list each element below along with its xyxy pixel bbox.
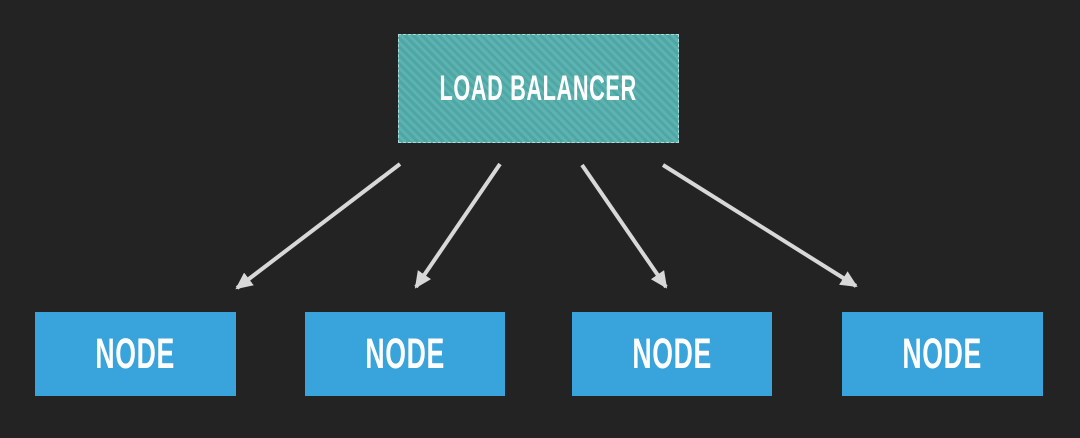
node-box-3: NODE bbox=[572, 312, 772, 396]
node-label-3: NODE bbox=[632, 329, 712, 378]
node-box-1: NODE bbox=[35, 312, 236, 396]
load-balancer-label: LOAD BALANCER bbox=[439, 68, 638, 108]
node-label-1: NODE bbox=[95, 329, 176, 378]
node-box-4: NODE bbox=[842, 312, 1043, 396]
node-box-2: NODE bbox=[305, 312, 505, 396]
arrow-load-balancer-to-node-0 bbox=[235, 162, 402, 290]
arrow-load-balancer-to-node-2 bbox=[580, 163, 668, 289]
arrow-load-balancer-to-node-1 bbox=[414, 162, 502, 289]
arrow-load-balancer-to-node-3 bbox=[661, 163, 858, 288]
node-label-4: NODE bbox=[902, 329, 983, 378]
node-label-2: NODE bbox=[365, 329, 445, 378]
load-balancer-box: LOAD BALANCER bbox=[398, 34, 679, 143]
edge-group bbox=[235, 162, 858, 290]
